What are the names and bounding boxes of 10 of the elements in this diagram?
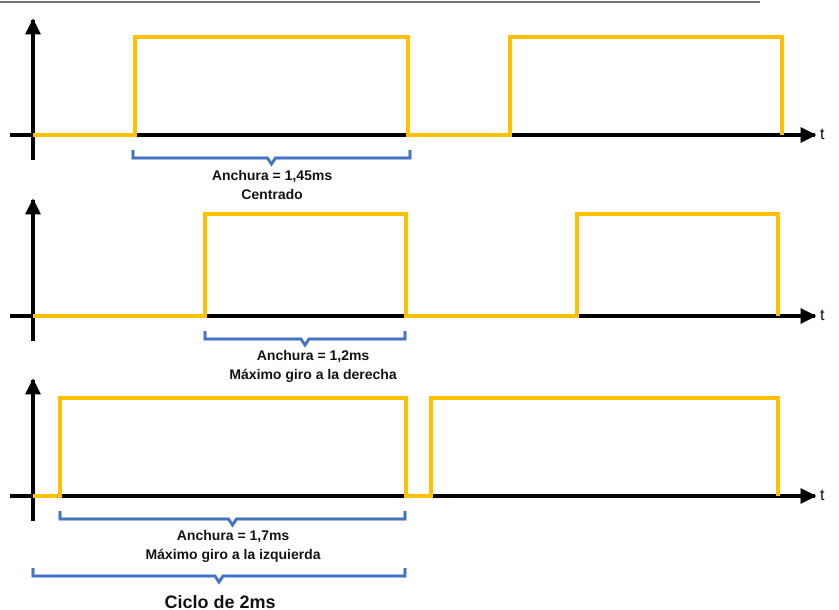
width-label: Anchura = 1,7ms [176,527,290,543]
axis-label: t [820,487,824,505]
axis-label: t [820,307,824,325]
axis-label: t [820,126,824,144]
position-label: Máximo giro a la izquierda [145,546,321,562]
position-label: Centrado [241,186,303,202]
period-label: Ciclo de 2ms [164,592,276,610]
width-label: Anchura = 1,2ms [256,347,370,363]
position-label: Máximo giro a la derecha [229,366,397,382]
width-label: Anchura = 1,45ms [212,167,332,183]
